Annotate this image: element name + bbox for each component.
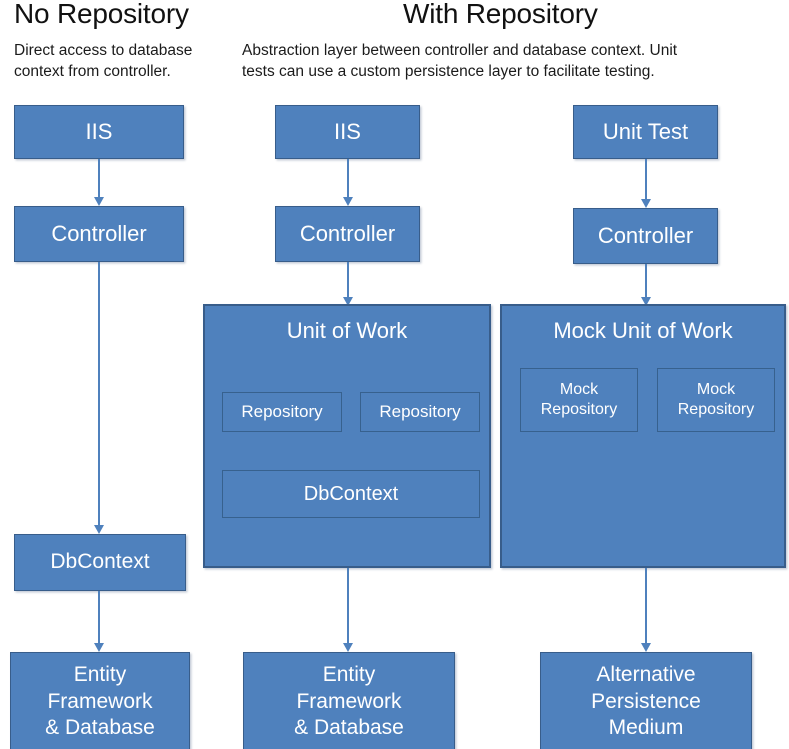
column-description-with-repository: Abstraction layer between controller and…	[242, 42, 678, 80]
node-iis-col2[interactable]: IIS	[275, 105, 420, 159]
column-title-with-repository: With Repository	[403, 0, 598, 29]
node-label: Mock Repository	[540, 381, 618, 418]
node-entity-framework-database-col2[interactable]: Entity Framework & Database	[243, 652, 455, 749]
node-label: DbContext	[303, 482, 399, 505]
node-label: DbContext	[50, 550, 150, 574]
node-dbcontext-col1[interactable]: DbContext	[14, 534, 186, 591]
node-label: Alternative Persistence Medium	[591, 662, 701, 740]
node-label: Mock Repository	[677, 381, 755, 418]
group-label: Unit of Work	[286, 318, 408, 343]
node-entity-framework-database-col1[interactable]: Entity Framework & Database	[10, 652, 190, 749]
node-label: IIS	[85, 118, 113, 144]
node-dbcontext-col2[interactable]: DbContext	[222, 470, 480, 518]
node-label: IIS	[334, 118, 361, 144]
node-label: Repository	[379, 401, 461, 421]
node-label: Controller	[51, 220, 147, 246]
node-unit-test-col3[interactable]: Unit Test	[573, 105, 718, 159]
node-mock-repository-right-col3[interactable]: Mock Repository	[657, 368, 775, 432]
node-repository-right-col2[interactable]: Repository	[360, 392, 480, 432]
node-controller-col1[interactable]: Controller	[14, 206, 184, 262]
node-repository-left-col2[interactable]: Repository	[222, 392, 342, 432]
node-controller-col2[interactable]: Controller	[275, 206, 420, 262]
group-unit-of-work-col2[interactable]: Unit of Work Repository Repository DbCon…	[203, 304, 491, 568]
node-mock-repository-left-col3[interactable]: Mock Repository	[520, 368, 638, 432]
node-label: Entity Framework & Database	[45, 662, 155, 740]
column-description-no-repository: Direct access to database context from c…	[14, 42, 193, 80]
node-label: Controller	[597, 222, 694, 248]
node-label: Unit Test	[602, 118, 689, 144]
node-label: Entity Framework & Database	[294, 662, 404, 740]
node-controller-col3[interactable]: Controller	[573, 208, 718, 264]
group-label: Mock Unit of Work	[553, 318, 733, 343]
column-title-no-repository: No Repository	[14, 0, 189, 29]
node-label: Repository	[241, 401, 323, 421]
node-label: Controller	[299, 220, 396, 246]
node-iis-col1[interactable]: IIS	[14, 105, 184, 159]
group-mock-unit-of-work-col3[interactable]: Mock Unit of Work Mock Repository Mock R…	[500, 304, 786, 568]
node-alternative-persistence-medium-col3[interactable]: Alternative Persistence Medium	[540, 652, 752, 749]
